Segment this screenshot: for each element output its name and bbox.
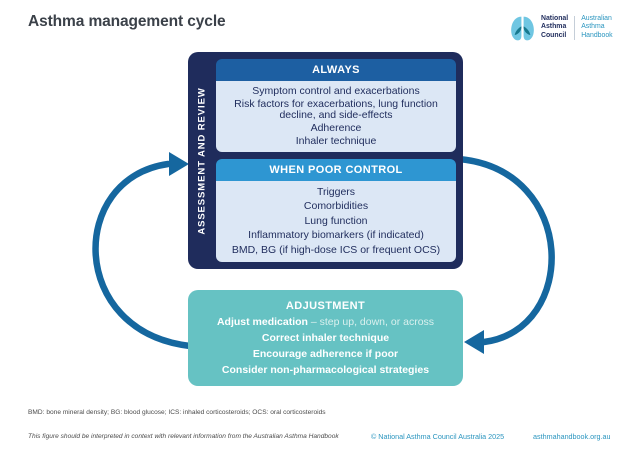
always-body: Symptom control and exacerbations Risk f…: [216, 81, 456, 152]
cycle-arrow-down-right: [455, 155, 555, 354]
adjustment-item: Consider non-pharmacological strategies: [221, 364, 430, 376]
assessment-and-review-panel: ASSESSMENT AND REVIEW ALWAYS Symptom con…: [188, 52, 463, 269]
assessment-item: BMD, BG (if high-dose ICS or frequent OC…: [231, 243, 441, 256]
adjustment-panel: ADJUSTMENT Adjust medication – step up, …: [188, 290, 463, 386]
lungs-icon: [511, 16, 534, 41]
cycle-arrow-up-left: [92, 152, 194, 350]
always-section: ALWAYS Symptom control and exacerbations…: [216, 59, 456, 152]
assessment-sidebar-label: ASSESSMENT AND REVIEW: [196, 86, 208, 235]
poor-control-header: WHEN POOR CONTROL: [216, 159, 456, 181]
adjustment-item: Encourage adherence if poor: [252, 348, 399, 360]
assessment-item: Symptom control and exacerbations: [252, 84, 420, 97]
assessment-sidebar: ASSESSMENT AND REVIEW: [188, 52, 216, 269]
arrowhead-icon: [464, 330, 484, 354]
footnote-context-note: This figure should be interpreted in con…: [28, 433, 339, 440]
assessment-item: Adherence: [310, 122, 362, 134]
assessment-item: Inflammatory biomarkers (if indicated): [248, 229, 424, 242]
assessment-item: Inhaler technique: [295, 135, 377, 147]
logo-handbook-line: Asthma: [581, 23, 605, 31]
poor-control-section: WHEN POOR CONTROL Triggers Comorbidities…: [216, 159, 456, 262]
logo: National Asthma Council Australian Asthm…: [509, 15, 613, 42]
logo-handbook-line: Handbook: [581, 31, 613, 39]
logo-handbook-line: Australian: [581, 15, 612, 22]
always-header: ALWAYS: [216, 59, 456, 81]
poor-control-body: Triggers Comorbidities Lung function Inf…: [216, 181, 456, 262]
adjustment-item-bold: Adjust medication: [216, 316, 308, 328]
assessment-item: Risk factors for exacerbations, lung fun…: [234, 97, 438, 121]
copyright-text: © National Asthma Council Australia 2025: [371, 432, 505, 441]
adjustment-item: Correct inhaler technique: [261, 332, 390, 344]
adjustment-item-detail: – step up, down, or across: [307, 316, 435, 328]
assessment-item: Comorbidities: [303, 200, 369, 213]
assessment-item: Lung function: [304, 214, 368, 227]
assessment-item: Triggers: [316, 185, 356, 198]
adjustment-header: ADJUSTMENT: [285, 300, 366, 312]
footnote-abbreviations: BMD: bone mineral density; BG: blood glu…: [28, 409, 326, 416]
adjustment-item: Adjust medication – step up, down, or ac…: [217, 316, 434, 328]
logo-org-name: National Asthma Council: [541, 15, 568, 40]
page-title: Asthma management cycle: [28, 13, 226, 30]
assessment-sections: ALWAYS Symptom control and exacerbations…: [216, 52, 463, 269]
logo-handbook-name: Australian Asthma Handbook: [581, 15, 612, 40]
logo-org-line: Asthma: [541, 23, 567, 31]
logo-org-line: Council: [541, 31, 567, 39]
logo-divider: [574, 16, 576, 40]
arrowhead-icon: [169, 152, 189, 176]
website-link[interactable]: asthmahandbook.org.au: [533, 432, 611, 441]
logo-org-line: National: [541, 15, 569, 22]
